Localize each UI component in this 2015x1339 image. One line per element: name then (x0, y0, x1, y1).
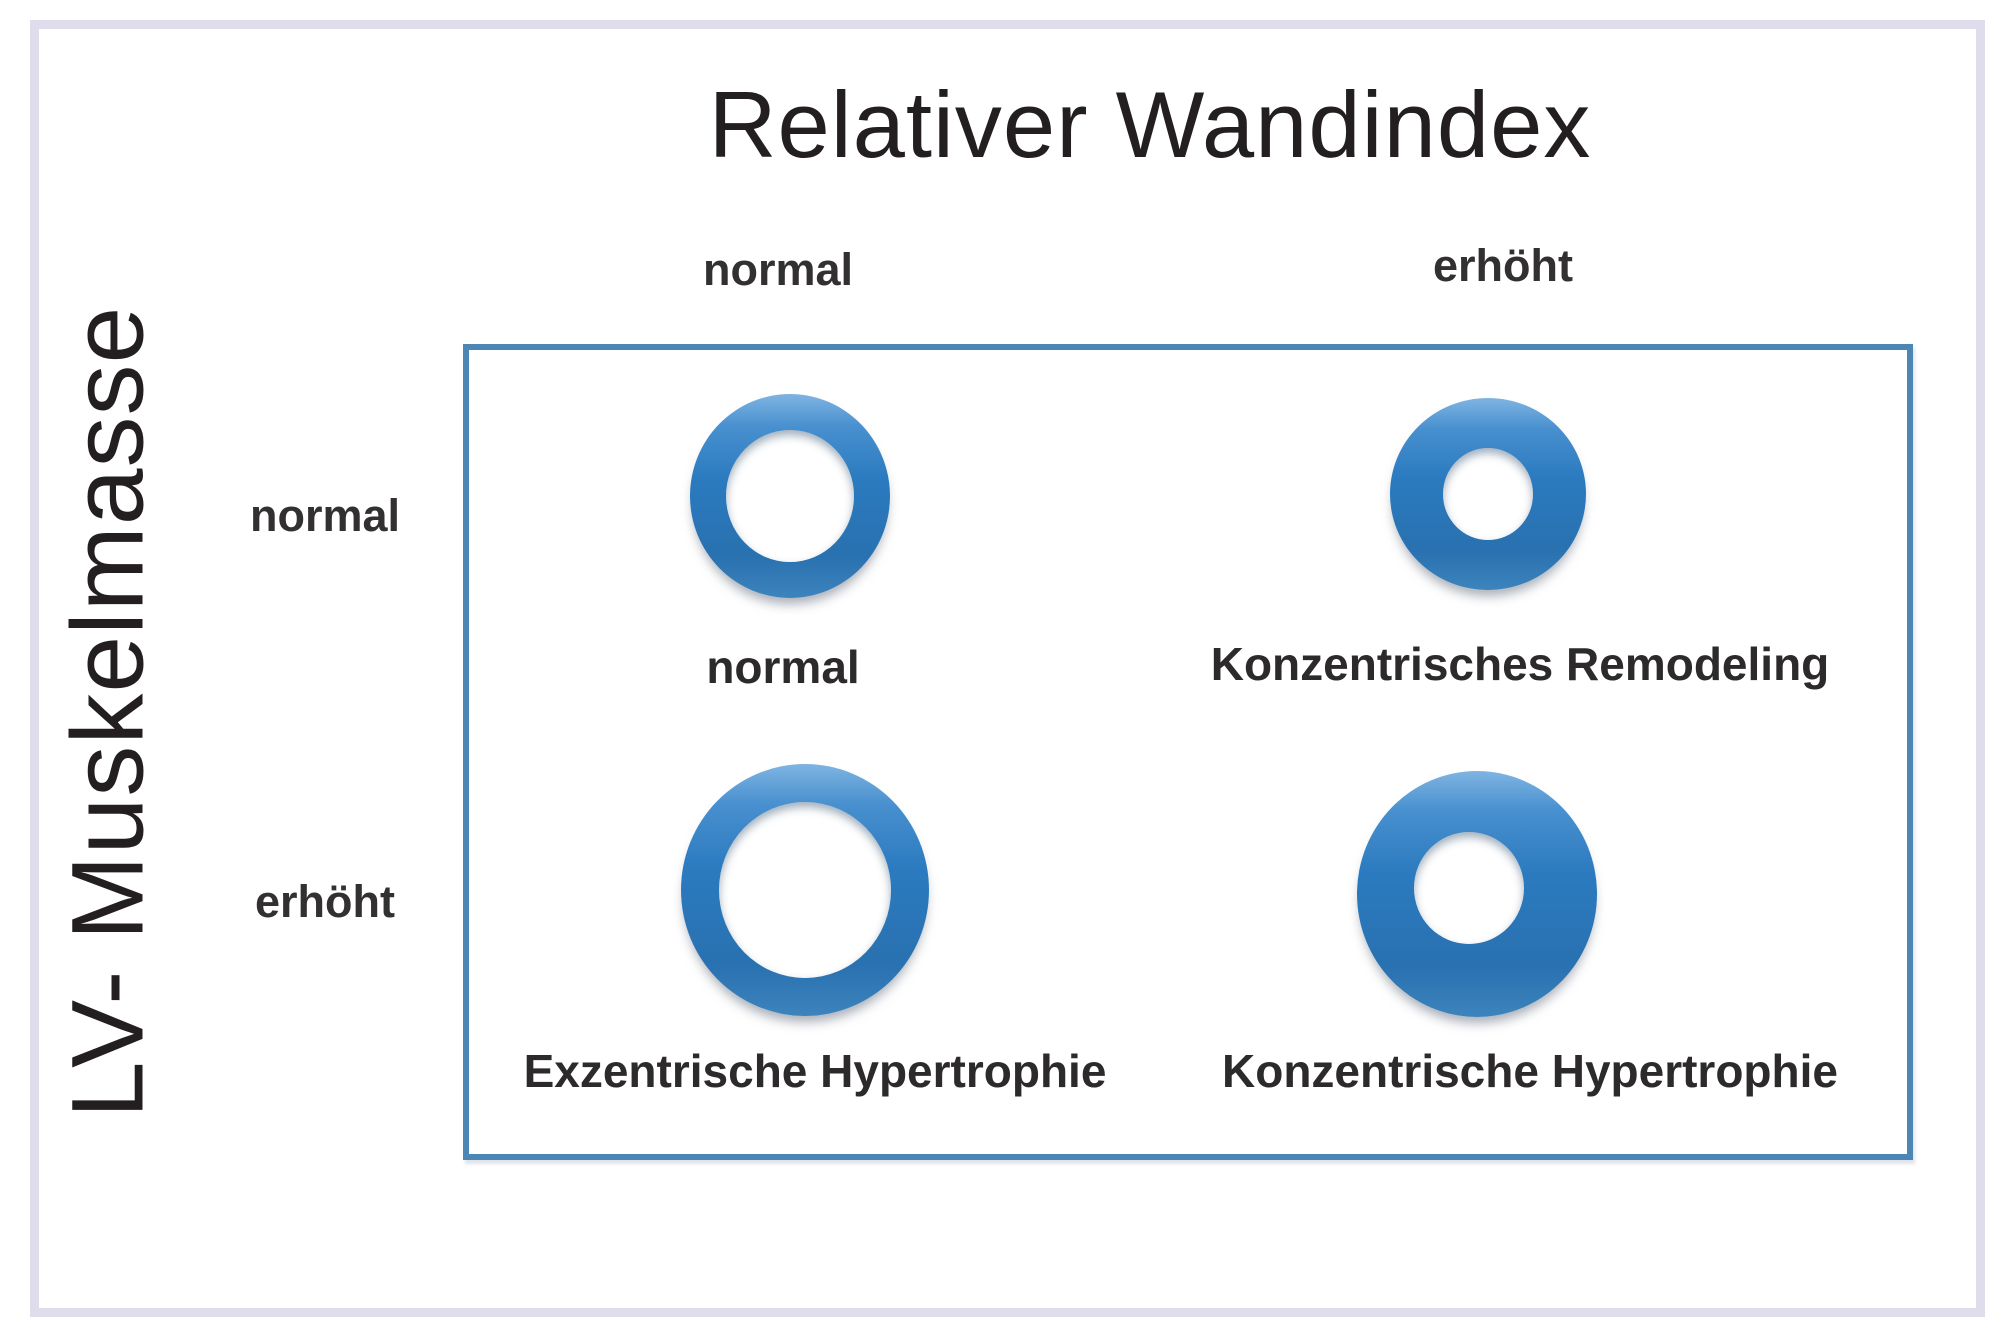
diagram-title: Relativer Wandindex (708, 72, 1592, 177)
ring-concentric-hypertrophy-icon (1357, 771, 1597, 1017)
column-header-erhoeht: erhöht (1433, 240, 1573, 291)
cell-label-concentric-remodeling: Konzentrisches Remodeling (1210, 638, 1830, 690)
ring-lumen (1443, 448, 1533, 540)
ring-concentric-remodeling-icon (1390, 398, 1586, 590)
y-axis-label: LV- Muskelmasse (50, 305, 165, 1119)
column-header-normal: normal (702, 244, 854, 295)
cell-label-concentric-hypertrophy: Konzentrische Hypertrophie (1222, 1045, 1838, 1097)
matrix-box (463, 344, 1913, 1160)
ring-lumen (1414, 832, 1524, 944)
ring-normal-geometry-icon (690, 394, 890, 598)
ring-lumen (726, 430, 854, 562)
cell-label-normal: normal (706, 641, 860, 693)
ring-lumen (719, 802, 891, 978)
row-label-erhoeht: erhöht (255, 876, 395, 927)
ring-eccentric-hypertrophy-icon (681, 764, 929, 1016)
cell-label-eccentric-hypertrophy: Exzentrische Hypertrophie (523, 1045, 1107, 1097)
row-label-normal: normal (249, 490, 401, 541)
